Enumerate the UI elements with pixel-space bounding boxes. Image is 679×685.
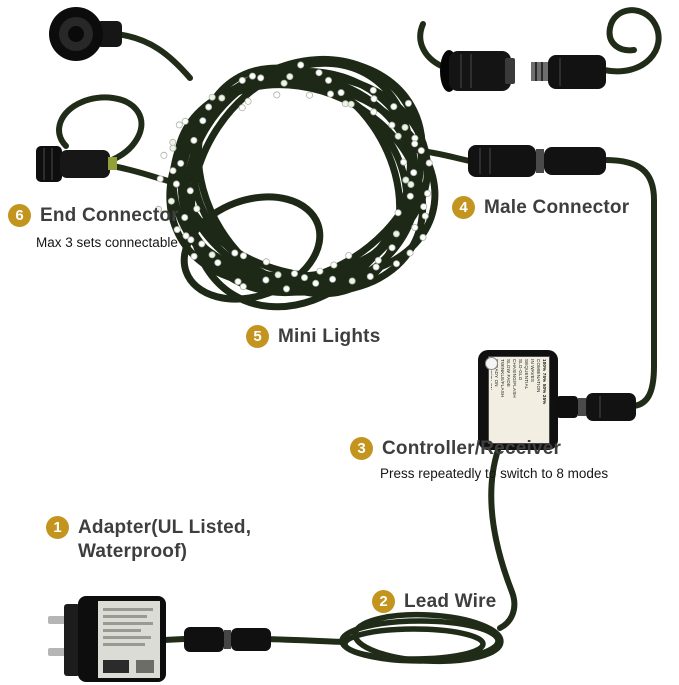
controller-mode-button [485, 357, 498, 370]
power-adapter [48, 596, 166, 682]
joined-connector-pair [468, 145, 606, 177]
callout-number-badge: 1 [46, 516, 69, 539]
end-connector-side [36, 146, 117, 182]
callout-lead-wire: 2 Lead Wire [372, 590, 496, 614]
end-cap-front [49, 7, 122, 61]
controller-mode-text: IN WAVES [530, 359, 535, 383]
callout-controller: 3 Controller/Receiver [350, 437, 561, 461]
lead-wire-coil [339, 611, 504, 665]
controller-mode-text: CHASING/FLASH [512, 359, 517, 398]
callout-end-connector: 6 End Connector [8, 204, 179, 228]
controller-mode-text: STEADY ON [494, 359, 499, 387]
controller-mode-text: TWINKLE/FLASH [500, 359, 505, 398]
controller-mode-text: COMBINATION [536, 359, 541, 393]
end-connector-note: Max 3 sets connectable [36, 235, 178, 250]
adapter-label-line1: Adapter(UL Listed, [78, 517, 252, 538]
lead-wire-label: Lead Wire [404, 591, 497, 612]
controller-mode-text: SEQUENTIAL [524, 359, 529, 390]
controller-timer-text: TIMER/8H ON [491, 359, 493, 391]
callout-number-badge: 5 [246, 325, 269, 348]
controller-mode-text: SLO-GLO [518, 359, 523, 381]
controller-callout-label: Controller/Receiver [382, 438, 562, 459]
callout-number-badge: 6 [8, 204, 31, 227]
controller-label-text: 100% 75% 50% 25% COMBINATION IN WAVES SE… [491, 359, 547, 441]
adapter-label: Adapter(UL Listed, Waterproof) [78, 516, 251, 564]
controller-note: Press repeatedly to switch to 8 modes [380, 466, 609, 481]
adapter-label-line2: Waterproof) [78, 541, 188, 562]
controller-connector-pair [556, 393, 636, 421]
callout-male-connector: 4 Male Connector [452, 196, 629, 220]
male-connector-label: Male Connector [484, 197, 630, 218]
adapter-connector-pair [184, 627, 271, 652]
controller-brightness-text: 100% 75% 50% 25% [542, 359, 547, 405]
mini-light-bulbs [155, 61, 433, 293]
male-connector-piece [531, 55, 606, 89]
callout-number-badge: 3 [350, 437, 373, 460]
callout-adapter: 1 Adapter(UL Listed, Waterproof) [46, 516, 251, 564]
callout-number-badge: 2 [372, 590, 395, 613]
controller-mode-text: SLOW FADE [506, 359, 511, 388]
mini-lights-label: Mini Lights [278, 326, 381, 347]
female-connector-piece [440, 50, 515, 92]
controller-label: 100% 75% 50% 25% COMBINATION IN WAVES SE… [485, 356, 550, 444]
callout-number-badge: 4 [452, 196, 475, 219]
callout-mini-lights: 5 Mini Lights [246, 325, 380, 349]
end-connector-label: End Connector [40, 205, 179, 226]
